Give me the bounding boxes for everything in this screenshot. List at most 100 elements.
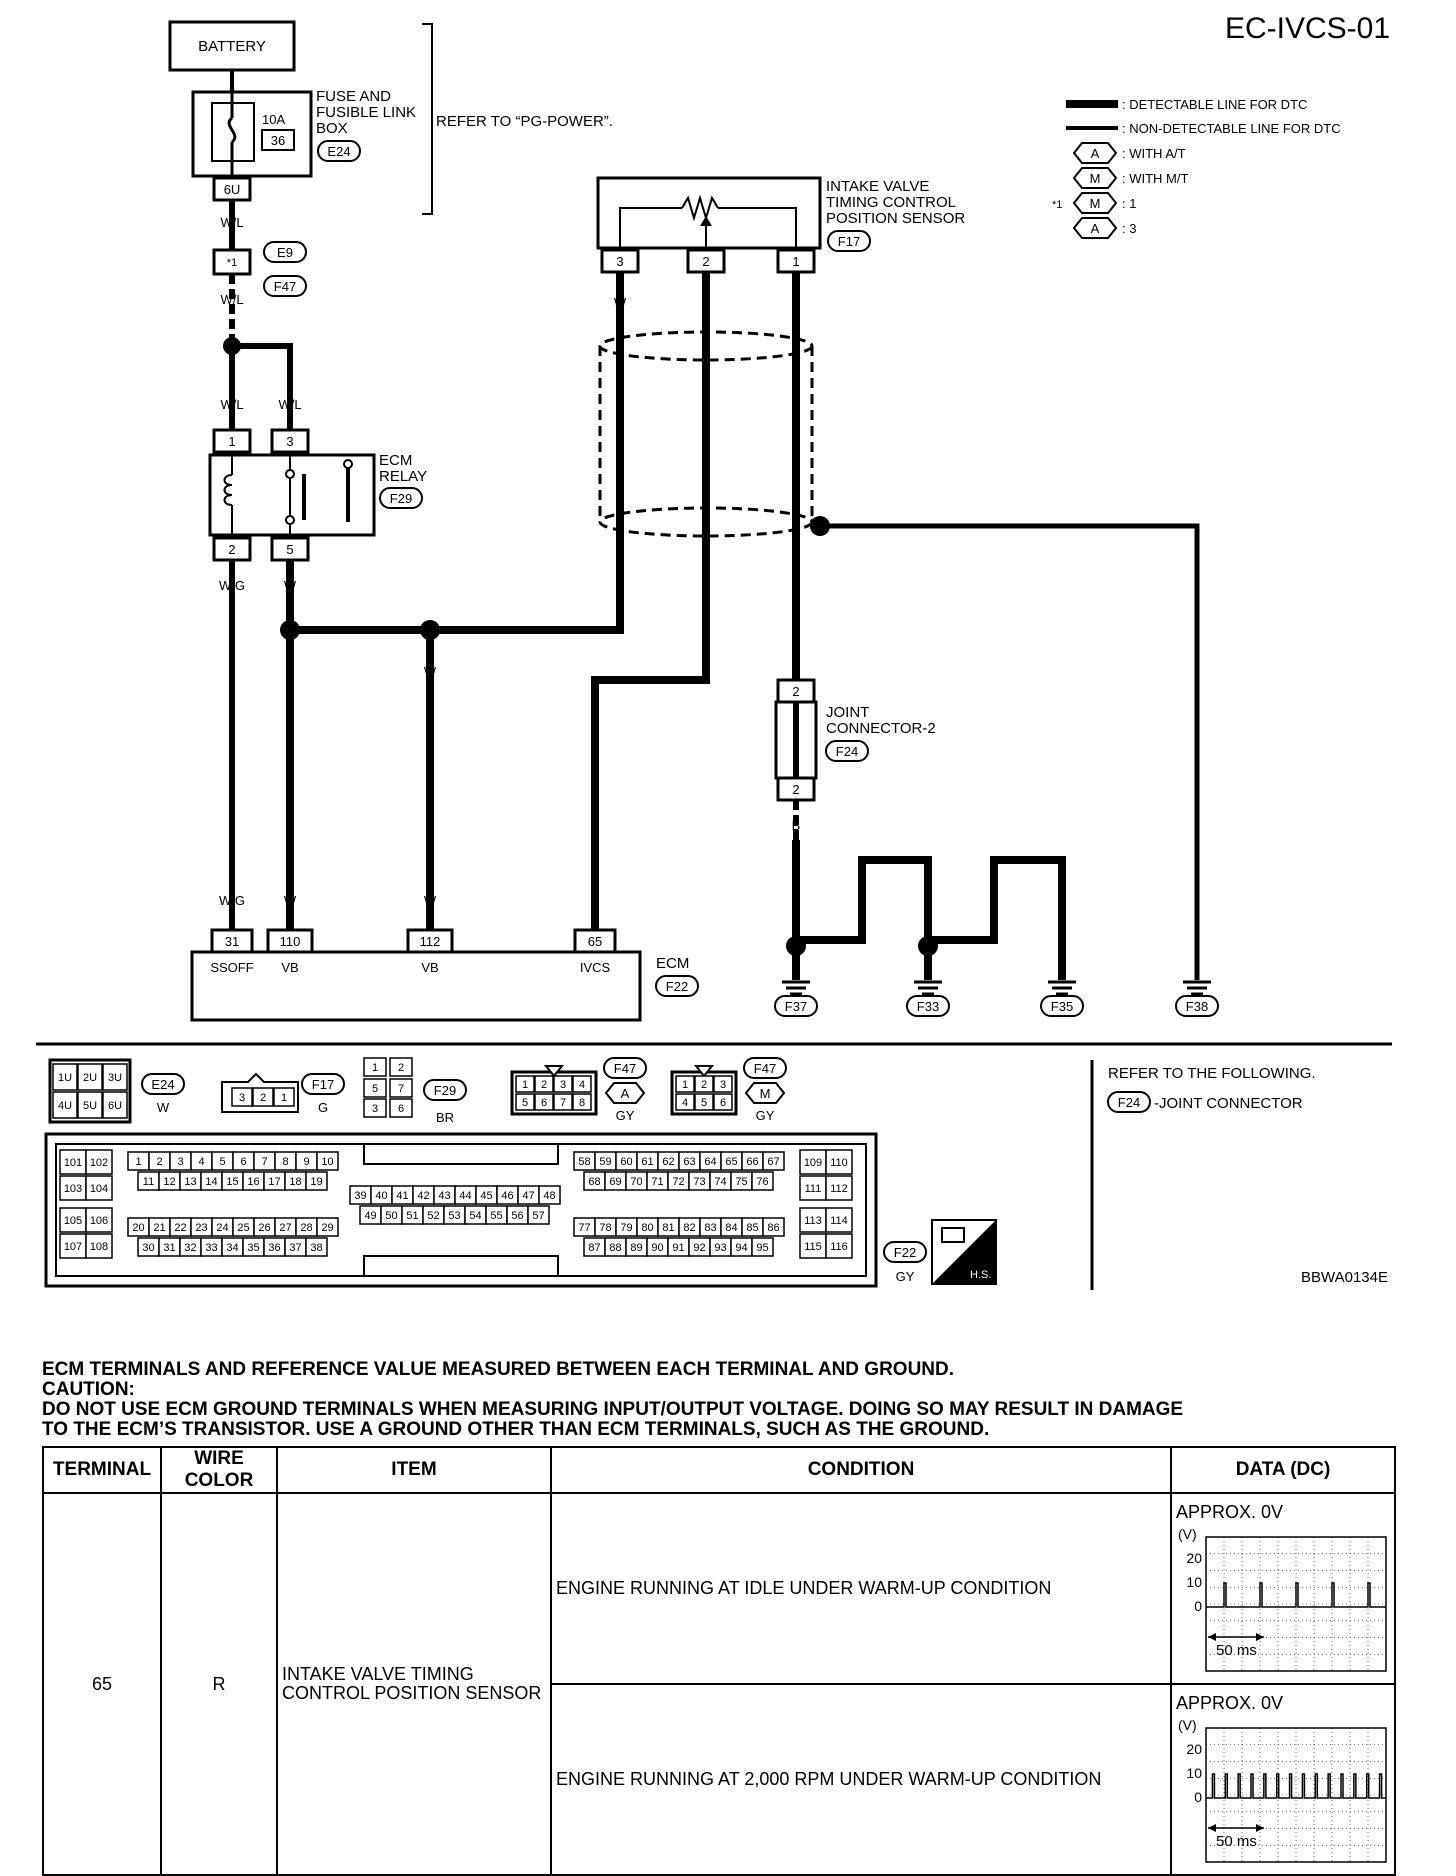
pin-label: 6U	[108, 1100, 122, 1112]
table-row: ENGINE RUNNING AT 2,000 RPM UNDER WARM-U…	[43, 1683, 1396, 1876]
ecm-relay: 1 3 ECM RELAY F29 2 5	[208, 428, 427, 562]
pin-label: 81	[662, 1222, 674, 1234]
pin-label: 86	[767, 1222, 779, 1234]
pin-label: 13	[184, 1176, 196, 1188]
fuse-amperage: 10A	[262, 112, 285, 127]
svg-text:CONNECTOR-2: CONNECTOR-2	[826, 720, 936, 737]
pin-label: 74	[714, 1176, 726, 1188]
pin-label: 48	[543, 1190, 555, 1202]
header-terminal: TERMINAL	[42, 1446, 162, 1494]
svg-text:F24: F24	[1118, 1095, 1140, 1110]
pin-label: 111	[805, 1183, 822, 1195]
svg-text:M: M	[1090, 171, 1101, 186]
caution-line-2: TO THE ECM’S TRANSISTOR. USE A GROUND OT…	[42, 1419, 990, 1440]
pin-label: 43	[438, 1190, 450, 1202]
pin-label: 3	[177, 1156, 183, 1168]
svg-text:W/L: W/L	[220, 292, 243, 307]
svg-text:1: 1	[792, 254, 799, 269]
caution-label: CAUTION:	[42, 1379, 135, 1400]
pin-label: 44	[459, 1190, 471, 1202]
pin-label: 22	[174, 1222, 186, 1234]
pin-label: 15	[226, 1176, 238, 1188]
diagram-code: BBWA0134E	[1301, 1269, 1388, 1286]
sensor-connector-id: F17	[838, 234, 860, 249]
pin-label: 17	[268, 1176, 280, 1188]
svg-text:5: 5	[286, 542, 293, 557]
pin-label: 8	[282, 1156, 288, 1168]
pin-label: 88	[609, 1242, 621, 1254]
legend-with-at: : WITH A/T	[1122, 146, 1186, 161]
svg-text:M: M	[760, 1086, 771, 1101]
svg-text:F37: F37	[785, 999, 807, 1014]
pin-label: 31	[163, 1242, 175, 1254]
pin-label: 27	[279, 1222, 291, 1234]
pin-label: 1	[522, 1079, 528, 1091]
pin-label: 29	[321, 1222, 333, 1234]
pin-label: 92	[693, 1242, 705, 1254]
pin-label: 5	[372, 1083, 378, 1095]
svg-text:2: 2	[702, 254, 709, 269]
pin-label: 5	[522, 1097, 528, 1109]
pin-label: 66	[746, 1156, 758, 1168]
svg-text:112: 112	[420, 934, 441, 949]
wire-color-cell: R	[160, 1492, 278, 1876]
pin-label: 108	[90, 1241, 108, 1253]
pin-label: 5	[701, 1097, 707, 1109]
pin-label: 87	[588, 1242, 600, 1254]
pin-label: 14	[205, 1176, 217, 1188]
svg-text:POSITION SENSOR: POSITION SENSOR	[826, 210, 965, 227]
ecm-terminal-table: TERMINAL WIRE COLOR ITEM CONDITION DATA …	[42, 1446, 1396, 1876]
svg-text:-JOINT CONNECTOR: -JOINT CONNECTOR	[1154, 1095, 1303, 1112]
svg-text:F22: F22	[894, 1245, 916, 1260]
scope-tick: 0	[1194, 1598, 1202, 1614]
svg-text:JOINT: JOINT	[826, 704, 869, 721]
fuse-connector-id: E24	[327, 144, 350, 159]
pin-label: 54	[469, 1210, 481, 1222]
pin-label: 82	[683, 1222, 695, 1234]
pin-label: 56	[511, 1210, 523, 1222]
scope-unit: (V)	[1178, 1526, 1197, 1542]
pin-label: 49	[364, 1210, 376, 1222]
scope-time: 50 ms	[1216, 1833, 1257, 1850]
pin-label: 10	[321, 1156, 333, 1168]
pin-label: 65	[725, 1156, 737, 1168]
pin-label: 1U	[58, 1072, 72, 1084]
connector-e9: E9	[277, 245, 293, 260]
pin-label: 50	[385, 1210, 397, 1222]
svg-text:TIMING CONTROL: TIMING CONTROL	[826, 194, 956, 211]
pin-label: 34	[226, 1242, 238, 1254]
svg-text:GY: GY	[896, 1269, 915, 1284]
svg-text:R: R	[590, 893, 599, 908]
pin-label: 94	[735, 1242, 747, 1254]
ecm: W/G W W R 31 110 112 65 SSOFF VB VB IVCS…	[190, 893, 699, 1022]
fuse-number: 36	[271, 133, 285, 148]
pin-label: 21	[153, 1222, 165, 1234]
relay-connector-id: F29	[390, 491, 412, 506]
pin-label: 85	[746, 1222, 758, 1234]
joint-connector-terminal: *1	[227, 257, 237, 269]
legend-detectable: : DETECTABLE LINE FOR DTC	[1122, 97, 1307, 112]
svg-text:F38: F38	[1186, 999, 1208, 1014]
pin-label: 37	[289, 1242, 301, 1254]
header-condition: CONDITION	[550, 1446, 1172, 1494]
wiring-diagram: EC-IVCS-01 : DETECTABLE LINE FOR DTC : N…	[36, 12, 1392, 1290]
pin-label: 77	[578, 1222, 590, 1234]
pin-label: 2	[260, 1092, 266, 1104]
pin-label: 91	[672, 1242, 684, 1254]
pin-label: 46	[501, 1190, 513, 1202]
pin-label: 7	[261, 1156, 267, 1168]
scope-tick: 10	[1186, 1765, 1202, 1781]
pin-label: 3	[560, 1079, 566, 1091]
pin-label: 45	[480, 1190, 492, 1202]
pin-label: 67	[767, 1156, 779, 1168]
pin-label: 57	[532, 1210, 544, 1222]
joint-connector-2: B 2 2 JOINT CONNECTOR-2 F24	[774, 642, 936, 802]
svg-text:FUSE AND: FUSE AND	[316, 88, 391, 105]
pin-label: 20	[132, 1222, 144, 1234]
pin-label: 24	[216, 1222, 228, 1234]
pin-label: 6	[398, 1103, 404, 1115]
